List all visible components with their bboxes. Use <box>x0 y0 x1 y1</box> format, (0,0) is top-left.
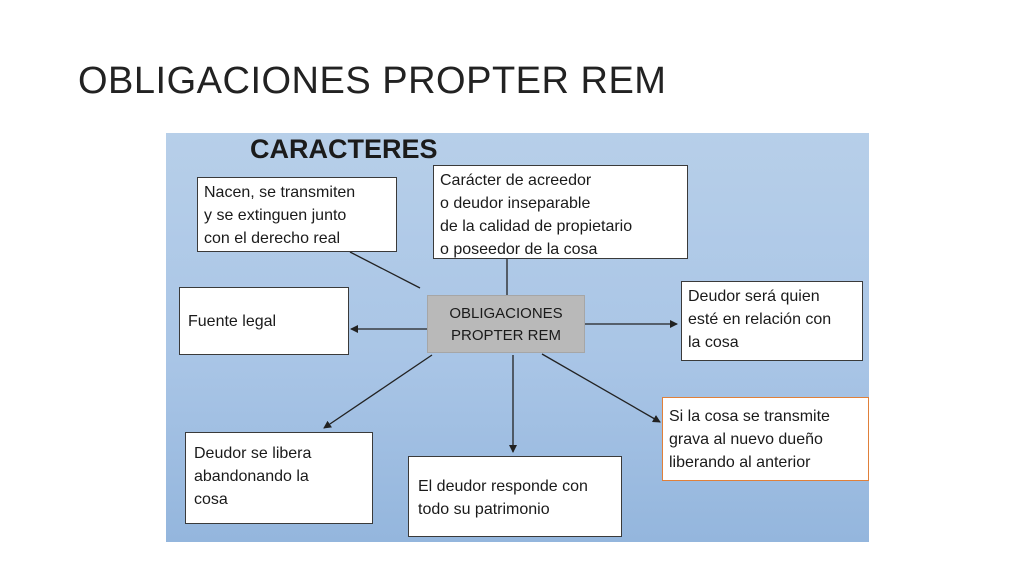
node-line: Deudor se libera <box>194 445 312 462</box>
node-si-la-cosa: Si la cosa se transmite grava al nuevo d… <box>662 397 869 481</box>
node-line: El deudor responde con <box>418 478 588 495</box>
node-nacen: Nacen, se transmiten y se extinguen junt… <box>197 177 397 252</box>
connector-nacen <box>349 251 421 289</box>
node-line: con el derecho real <box>204 230 341 247</box>
node-line: cosa <box>194 491 228 508</box>
node-line: Carácter de acreedor <box>440 172 592 189</box>
node-line: Si la cosa se transmite <box>669 408 830 425</box>
node-line: Fuente legal <box>188 312 277 330</box>
node-line: Nacen, se transmiten <box>204 184 356 201</box>
arrow-si-la-cosa <box>541 353 661 423</box>
node-line: todo su patrimonio <box>418 501 550 518</box>
node-line: esté en relación con <box>688 311 832 328</box>
node-libera: Deudor se libera abandonando la cosa <box>185 432 373 524</box>
node-line: Deudor será quien <box>688 288 820 305</box>
node-caracter: Carácter de acreedor o deudor inseparabl… <box>433 165 688 259</box>
center-node-line: PROPTER REM <box>450 327 561 344</box>
center-node-line: OBLIGACIONES <box>449 305 563 322</box>
center-node: OBLIGACIONES PROPTER REM <box>427 295 585 353</box>
node-line: grava al nuevo dueño <box>669 431 823 448</box>
arrow-libera <box>323 354 433 429</box>
node-line: abandonando la <box>194 468 309 485</box>
node-responde: El deudor responde con todo su patrimoni… <box>408 456 622 537</box>
node-line: o deudor inseparable <box>440 195 591 212</box>
node-line: la cosa <box>688 334 739 351</box>
diagram-heading: CARACTERES <box>250 134 438 164</box>
node-deudor-sera: Deudor será quien esté en relación con l… <box>681 281 863 361</box>
node-line: o poseedor de la cosa <box>440 241 598 258</box>
slide-title: OBLIGACIONES PROPTER REM <box>78 60 667 102</box>
node-fuente-legal: Fuente legal <box>179 287 349 355</box>
node-line: de la calidad de propietario <box>440 218 633 235</box>
node-line: liberando al anterior <box>669 454 811 471</box>
node-line: y se extinguen junto <box>204 207 347 224</box>
